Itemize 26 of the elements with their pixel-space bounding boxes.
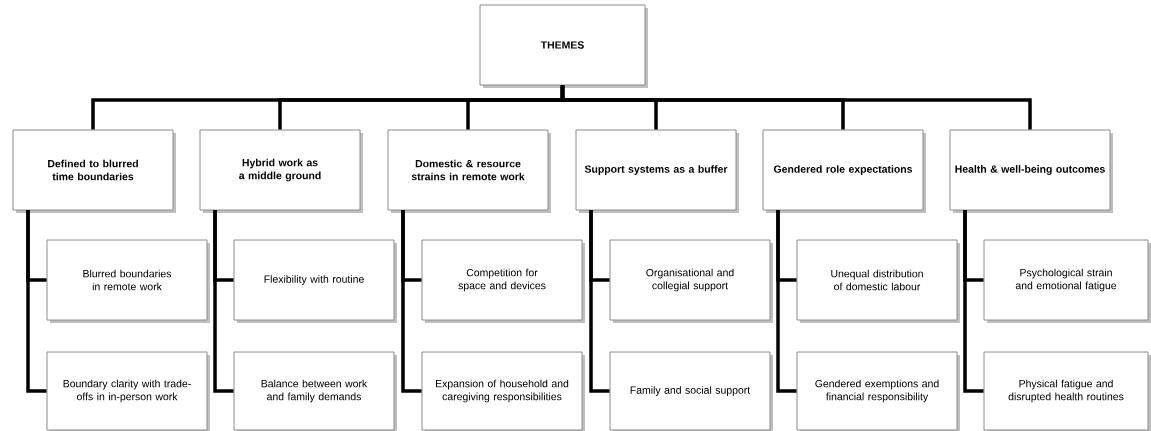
title-box: THEMES <box>479 4 648 88</box>
subtheme-box: Organisational and collegial support <box>609 239 773 323</box>
subtheme-box: Blurred boundaries in remote work <box>46 239 210 323</box>
theme-box: Support systems as a buffer <box>575 129 739 213</box>
subtheme-box: Flexibility with routine <box>233 239 397 323</box>
theme-box: Defined to blurred time boundaries <box>12 129 176 213</box>
theme-box: Health & well-being outcomes <box>949 129 1113 213</box>
theme-box: Hybrid work as a middle ground <box>199 129 363 213</box>
connector-line <box>401 210 422 393</box>
connector-line <box>26 210 47 393</box>
connector-line <box>213 210 234 393</box>
subtheme-box: Unequal distribution of domestic labour <box>796 239 960 323</box>
theme-box: Domestic & resource strains in remote work <box>387 129 551 213</box>
connector-line <box>589 210 610 393</box>
subtheme-box: Physical fatigue and disrupted health routines <box>983 351 1151 431</box>
connector-line <box>963 210 984 393</box>
subtheme-box: Psychological strain and emotional fatigue <box>983 239 1151 323</box>
subtheme-box: Competition for space and devices <box>421 239 585 323</box>
connector-line <box>560 85 1032 130</box>
subtheme-box: Expansion of household and caregiving responsibilities <box>421 351 585 431</box>
subtheme-box: Family and social support <box>609 351 773 431</box>
subtheme-box: Boundary clarity with trade-offs in in-person work <box>46 351 210 431</box>
subtheme-box: Gendered exemptions and financial responsibility <box>796 351 960 431</box>
theme-box: Gendered role expectations <box>762 129 926 213</box>
subtheme-box: Balance between work and family demands <box>233 351 397 431</box>
connector-line <box>776 210 797 393</box>
